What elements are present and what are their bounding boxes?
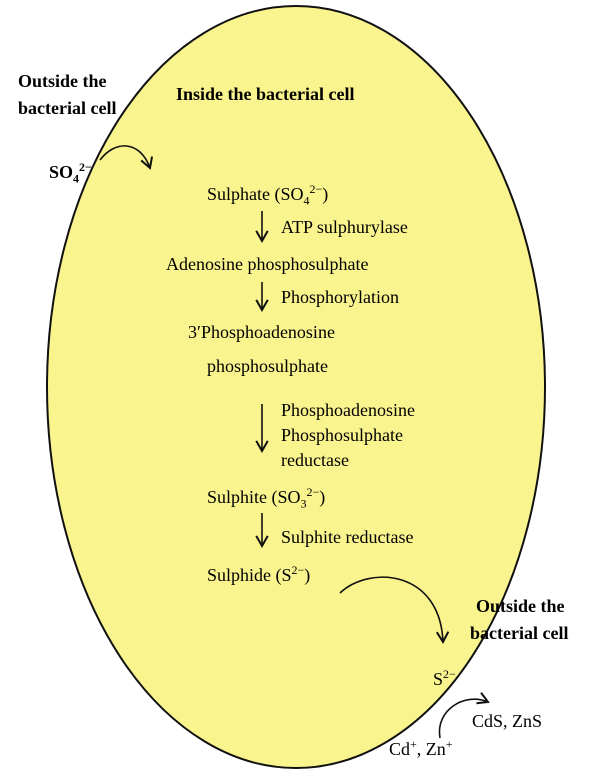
adenosine-phosphosulphate-label: Adenosine phosphosulphate (166, 254, 369, 274)
outside-cell-label-top-line1: Outside the (18, 71, 107, 91)
enzyme-paps-reductase-line1: Phosphoadenosine (281, 400, 415, 420)
sulphide-ion-outside: S2− (433, 667, 456, 689)
sulphate-ion-label: SO42− (49, 160, 92, 186)
outside-cell-label-right-line1: Outside the (476, 596, 565, 616)
outside-cell-label-right-line2: bacterial cell (470, 623, 569, 643)
cds-zns-product: CdS, ZnS (472, 711, 543, 731)
outside-cell-label-top-line2: bacterial cell (18, 98, 117, 118)
enzyme-atp-sulphurylase: ATP sulphurylase (281, 217, 408, 237)
sulphide-label: Sulphide (S2−) (207, 563, 311, 585)
inside-cell-label: Inside the bacterial cell (176, 84, 355, 104)
enzyme-sulphite-reductase: Sulphite reductase (281, 527, 414, 547)
paps-label-line2: phosphosulphate (207, 356, 328, 376)
enzyme-paps-reductase-line2: Phosphosulphate (281, 425, 404, 445)
precipitation-arrow (438, 692, 490, 739)
export-arrow (339, 576, 450, 645)
bacterial-cell-ellipse (46, 5, 546, 769)
sulphate-label: Sulphate (SO42−) (207, 182, 329, 208)
paps-label-line1: 3′Phosphoadenosine (188, 322, 335, 342)
metal-ions-label: Cd+, Zn+ (389, 737, 453, 759)
enzyme-paps-reductase-line3: reductase (281, 450, 349, 470)
enzyme-phosphorylation: Phosphorylation (281, 287, 400, 307)
uptake-arrow (99, 145, 154, 170)
sulphite-label: Sulphite (SO32−) (207, 485, 326, 511)
